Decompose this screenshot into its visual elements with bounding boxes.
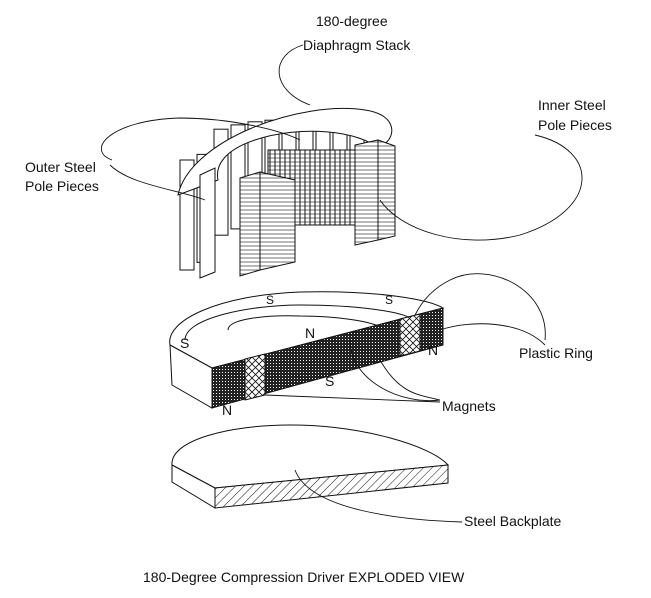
- pole-s-front: S: [325, 373, 335, 389]
- magnet-assembly: [169, 291, 445, 409]
- pole-n-right: N: [428, 342, 439, 358]
- inner-pole-label-line1: Inner Steel: [538, 97, 606, 113]
- pole-s-top-left: S: [266, 293, 275, 307]
- diagram-caption: 180-Degree Compression Driver EXPLODED V…: [143, 569, 465, 585]
- pole-n-left: N: [222, 402, 233, 418]
- diaphragm-stack-assembly: [177, 108, 396, 279]
- pole-n-inner: N: [305, 325, 316, 341]
- outer-pole-label-line1: Outer Steel: [25, 159, 96, 175]
- plastic-ring-label: Plastic Ring: [519, 345, 593, 361]
- steel-backplate-label: Steel Backplate: [464, 513, 562, 529]
- diaphragm-label-line1: 180-degree: [316, 13, 388, 29]
- outer-pole-label-line2: Pole Pieces: [25, 178, 99, 194]
- pole-s-top-right: S: [385, 293, 394, 307]
- diaphragm-label-line2: Diaphragm Stack: [303, 37, 411, 53]
- leader-lines: [100, 44, 583, 523]
- inner-pole-label-line2: Pole Pieces: [538, 117, 612, 133]
- magnets-label: Magnets: [442, 398, 496, 414]
- steel-backplate: [171, 424, 450, 509]
- pole-s-outer-left: S: [180, 335, 190, 351]
